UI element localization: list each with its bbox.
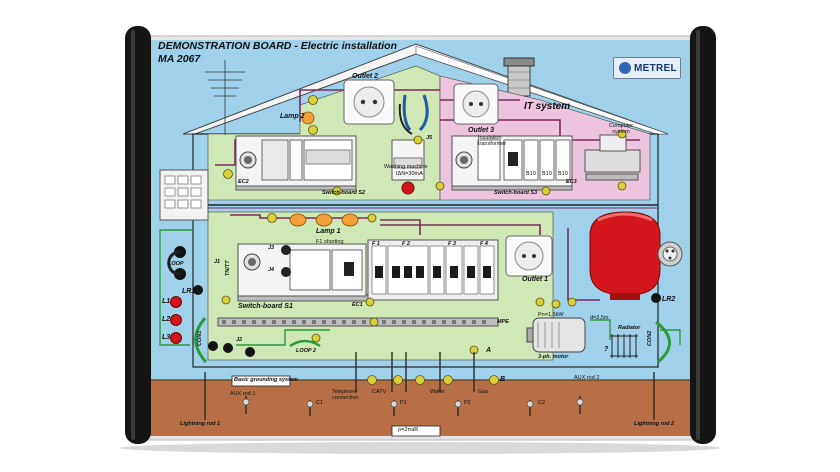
label-lr1: LR1 — [182, 288, 196, 295]
socket-outlet1 — [505, 235, 553, 277]
wiring-green — [159, 229, 681, 346]
label-outlet3: Outlet 3 — [468, 127, 495, 134]
label-question: ? — [604, 346, 609, 353]
test-sockets — [221, 95, 627, 385]
label-catv: CATV — [372, 389, 387, 395]
cee-socket — [657, 241, 683, 267]
label-switchboard-s1: Switch-board S1 — [238, 303, 293, 310]
label-p1: P1 — [400, 400, 407, 406]
label-outlet1: Outlet 1 — [522, 276, 549, 283]
label-lamp2: Lamp 2 — [280, 113, 305, 120]
label-p2: P2 — [464, 400, 471, 406]
label-rcd-value: IΔN=30mA — [396, 171, 423, 177]
label-j1: J1 — [214, 259, 221, 265]
label-tn-tt: TN/TT — [225, 260, 231, 276]
label-loop2: LOOP 2 — [296, 348, 316, 354]
three-phase-plug — [589, 211, 661, 300]
label-l2: L2 — [162, 316, 171, 323]
label-j3: J3 — [268, 245, 275, 251]
mpe-busbar — [217, 317, 499, 327]
label-ec3: EC3 — [566, 179, 577, 185]
label-f2: F 2 — [402, 241, 410, 247]
label-con1: CON1 — [197, 330, 203, 346]
three-phase-motor — [526, 317, 586, 353]
label-aux-rod1: AUX rod 1 — [230, 391, 256, 397]
label-l1: L1 — [162, 298, 171, 305]
label-insulation-transformer: Insulation transformer — [478, 135, 507, 147]
label-aux-rod2: AUX rod 2 — [574, 375, 600, 381]
label-b10-3: B10 — [558, 171, 568, 177]
label-j5: J5 — [426, 135, 433, 141]
label-distance: d=2,5m — [590, 315, 609, 321]
label-b10-1: B10 — [526, 171, 536, 177]
label-ec2: EC2 — [238, 179, 249, 185]
label-lightning-rod2: Lightning rod 2 — [634, 421, 675, 427]
board-model: MA 2067 — [158, 53, 201, 65]
label-a: A — [486, 347, 492, 354]
loop-cable — [167, 250, 181, 276]
label-basic-grounding: Basic grounding system — [234, 377, 298, 383]
socket-outlet2 — [343, 79, 395, 125]
rho-box — [391, 425, 441, 437]
left-post — [125, 26, 151, 444]
label-switchboard-s2: Switch-board S2 — [322, 190, 366, 196]
basic-grounding-box — [231, 375, 291, 387]
label-con2: CON2 — [647, 330, 653, 346]
tv-antenna — [205, 60, 245, 135]
metrel-logo-icon — [619, 62, 631, 74]
label-gas: Gas — [478, 389, 489, 395]
computer-system — [584, 134, 641, 181]
label-b10-2: B10 — [542, 171, 552, 177]
label-j2: J2 — [236, 337, 243, 343]
lamp-cluster — [289, 111, 359, 227]
right-post — [690, 26, 716, 444]
board-shadow — [120, 442, 720, 454]
label-switchboard-s3: Switch-board S3 — [494, 190, 538, 196]
board-title: DEMONSTRATION BOARD - Electric installat… — [158, 40, 397, 52]
radiator — [610, 334, 638, 358]
label-j4: J4 — [268, 267, 275, 273]
label-f3: F 3 — [448, 241, 456, 247]
label-lamp1: Lamp 1 — [316, 228, 341, 235]
label-rho: ρ=2πaR — [398, 427, 419, 433]
label-lightning-rod1: Lightning rod 1 — [180, 421, 221, 427]
label-it-system: IT system — [524, 101, 571, 112]
label-outlet2: Outlet 2 — [352, 73, 379, 80]
label-f1-shorting: F1 shorting — [316, 239, 344, 245]
chimney — [507, 61, 531, 97]
phase-lights — [170, 296, 182, 344]
con2-loop — [655, 320, 671, 364]
label-f1: F 1 — [372, 241, 380, 247]
washing-machine — [391, 139, 425, 195]
socket-outlet3 — [453, 83, 499, 125]
label-c2: C2 — [538, 400, 546, 406]
label-b: B — [500, 376, 506, 383]
label-mpe: MPE — [497, 319, 509, 325]
ground-electrodes — [204, 352, 655, 420]
con1-loop — [194, 317, 208, 364]
label-pn: Pn=1,5kW — [538, 312, 564, 318]
label-f4: F 4 — [480, 241, 488, 247]
label-computer-system: Computer system — [608, 123, 634, 135]
label-lr2: LR2 — [662, 296, 676, 303]
label-l3: L3 — [162, 334, 171, 341]
label-water: Water — [430, 389, 445, 395]
label-telephone: Telephone connection — [332, 389, 359, 401]
brand-name: METREL — [634, 63, 677, 74]
metrel-logo: METREL — [613, 57, 681, 79]
label-washing-machine: Washing machine — [384, 164, 428, 170]
label-radiator: Radiator — [618, 325, 641, 331]
label-ec1: EC1 — [352, 302, 363, 308]
label-loop: LOOP — [168, 261, 184, 267]
label-3ph-motor: 3-ph. motor — [538, 354, 569, 360]
label-c1: C1 — [316, 400, 324, 406]
